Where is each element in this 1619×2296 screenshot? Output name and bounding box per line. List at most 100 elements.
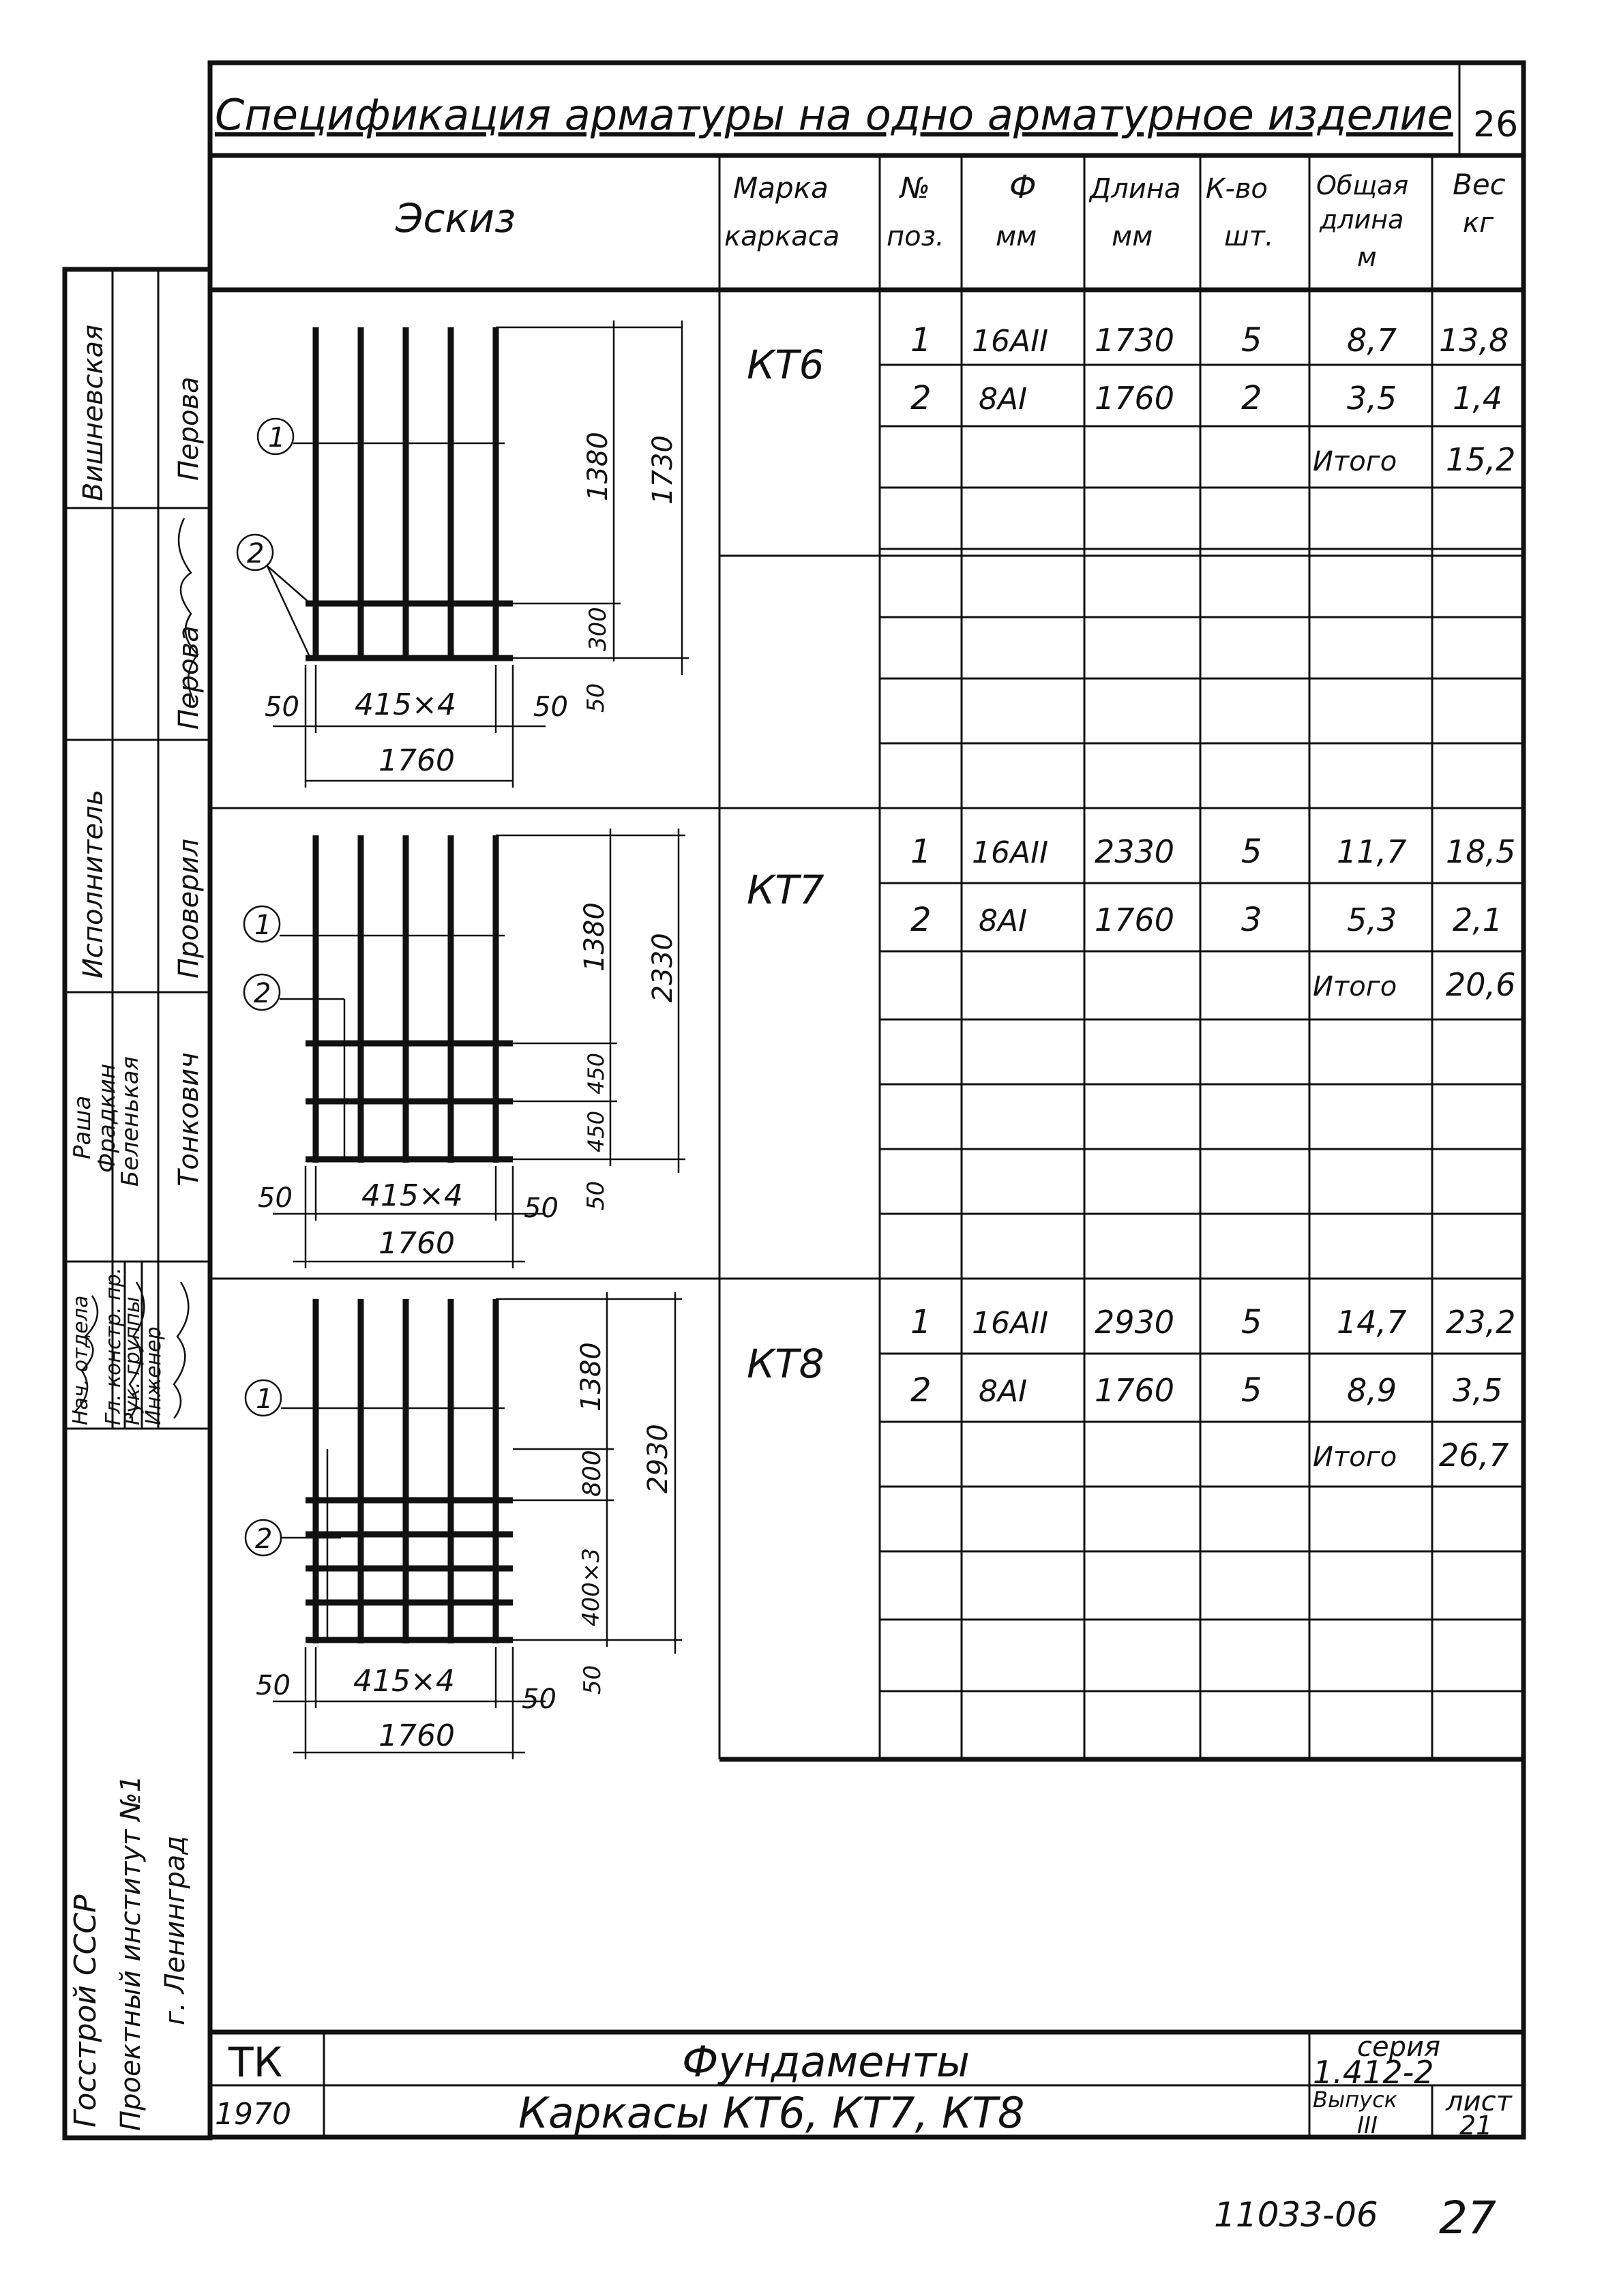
signature-mark (128, 1281, 145, 1419)
qty-cell: 5 (1241, 321, 1262, 359)
header-qty-2: шт. (1224, 221, 1274, 252)
dim-50-right: 50 (524, 1193, 559, 1224)
header-total-2: длина (1319, 205, 1403, 235)
header-wt-1: Вес (1453, 168, 1506, 201)
frame-kt7-rows: КТ7 1 16АII 2330 5 11,7 18,5 2 8АI 1760 … (747, 833, 1515, 1003)
header-dia-1: Ф (1009, 168, 1037, 205)
dim-span: 415×4 (361, 1178, 463, 1213)
mark-kt7: КТ7 (747, 867, 825, 913)
header-len-1: Длина (1088, 173, 1180, 205)
total-cell: 11,7 (1337, 833, 1406, 870)
stamp-year: 1970 (215, 2097, 291, 2132)
len-cell: 2330 (1095, 833, 1174, 870)
stamp-series: 1.412-2 (1313, 2054, 1434, 2091)
callout-1: 1 (256, 1384, 273, 1415)
total-cell: 8,7 (1347, 322, 1397, 359)
header-pos-2: поз. (887, 221, 945, 252)
side-name-perova-1: Перова (173, 376, 205, 481)
side-org-2: Проектный институт №1 (115, 1775, 147, 2131)
dia-cell: 8АI (979, 1374, 1027, 1409)
wt-cell: 18,5 (1446, 833, 1515, 870)
signature-mark (74, 1295, 99, 1412)
side-role-check: Проверил (173, 839, 205, 979)
len-cell: 1760 (1095, 901, 1174, 938)
sum-value: 15,2 (1446, 441, 1515, 478)
dim-450-b: 450 (583, 1111, 609, 1152)
wt-cell: 13,8 (1439, 322, 1509, 359)
side-role-exec: Исполнитель (78, 790, 109, 979)
side-org-1: Госстрой СССР (68, 1894, 103, 2128)
dim-span: 415×4 (355, 687, 456, 722)
page-number: 26 (1473, 104, 1518, 145)
signature-mark (173, 1281, 190, 1419)
signature-mark (177, 518, 199, 703)
dim-800: 800 (578, 1450, 606, 1497)
stamp-issue-label: Выпуск (1313, 2087, 1398, 2113)
callout-2: 2 (247, 538, 264, 569)
header-len-2: мм (1112, 221, 1153, 252)
side-name-belenkaya: Беленькая (117, 1056, 144, 1187)
pos-cell: 1 (910, 321, 932, 359)
pos-cell: 2 (910, 379, 932, 417)
qty-cell: 3 (1241, 901, 1262, 939)
title-block: ТК 1970 Фундаменты Каркасы КТ6, КТ7, КТ8… (210, 2029, 1524, 2141)
dia-cell: 16АII (972, 835, 1048, 870)
wt-cell: 1,4 (1453, 380, 1502, 417)
pos-cell: 2 (910, 901, 932, 939)
dia-cell: 16АII (972, 1306, 1048, 1341)
stamp-issue: III (1357, 2112, 1378, 2139)
header-mark-1: Марка (733, 171, 829, 205)
total-cell: 3,5 (1347, 380, 1397, 417)
frame-kt8-rows: КТ8 1 16АII 2930 5 14,7 23,2 2 8АI 1760 … (747, 1303, 1515, 1474)
dim-2930: 2930 (642, 1424, 674, 1493)
wt-cell: 23,2 (1446, 1304, 1515, 1341)
dim-50-bottom: 50 (582, 683, 610, 713)
dim-1380: 1380 (579, 902, 610, 972)
side-role-chief: Гл. констр. пр. (102, 1268, 125, 1425)
len-cell: 1760 (1095, 1372, 1174, 1409)
side-name-vishnevskaya: Вишневская (78, 325, 109, 501)
dim-50-right: 50 (533, 691, 568, 723)
dim-400x3: 400×3 (578, 1548, 605, 1626)
pos-cell: 1 (910, 833, 932, 871)
sketch-kt8: 1380 2930 800 400×3 50 50 415×4 50 1760 … (244, 1292, 682, 1759)
qty-cell: 2 (1241, 379, 1262, 417)
dia-cell: 8АI (979, 382, 1027, 417)
dim-1730: 1730 (647, 435, 679, 505)
side-name-tonkovich: Тонкович (173, 1052, 205, 1187)
dia-cell: 16АII (972, 324, 1048, 359)
callout-2: 2 (255, 1523, 272, 1555)
table-grid (719, 363, 1524, 1693)
dim-1380: 1380 (582, 432, 614, 501)
dim-50-bottom: 50 (579, 1665, 606, 1695)
header-qty-1: К-во (1206, 173, 1268, 205)
side-block: Вишневская Перова Перова Исполнитель Про… (62, 267, 213, 2141)
dia-cell: 8АI (979, 904, 1027, 938)
dim-1760: 1760 (378, 743, 455, 778)
stamp-name: Фундаменты (682, 2037, 970, 2087)
sum-label: Итого (1313, 971, 1397, 1002)
header-wt-2: кг (1463, 207, 1494, 239)
header-dia-2: мм (996, 221, 1037, 252)
dim-50-right: 50 (522, 1684, 556, 1715)
pos-cell: 2 (910, 1371, 932, 1410)
dim-50-left: 50 (256, 1670, 291, 1701)
sketch-kt7: 1380 2330 450 450 50 50 415×4 50 1760 1 … (243, 829, 685, 1268)
dim-span: 415×4 (353, 1664, 455, 1699)
footer-code: 11033-06 (1214, 2195, 1378, 2235)
stamp-subtitle: Каркасы КТ6, КТ7, КТ8 (518, 2088, 1024, 2138)
dim-1760: 1760 (378, 1226, 455, 1261)
pos-cell: 1 (910, 1303, 932, 1341)
total-cell: 5,3 (1347, 901, 1397, 938)
qty-cell: 5 (1241, 833, 1262, 871)
side-role-engineer: Инженер (142, 1326, 166, 1425)
header-total-3: м (1357, 242, 1377, 272)
len-cell: 2930 (1095, 1304, 1174, 1341)
sum-value: 20,6 (1446, 966, 1515, 1003)
stamp-code: ТК (228, 2039, 282, 2087)
dim-450-a: 450 (583, 1053, 609, 1094)
qty-cell: 5 (1241, 1303, 1262, 1341)
side-name-fradkin: Фрадкин (93, 1064, 121, 1173)
frame-kt6-rows: КТ6 1 16АII 1730 5 8,7 13,8 2 8АI 1760 2… (747, 321, 1515, 478)
